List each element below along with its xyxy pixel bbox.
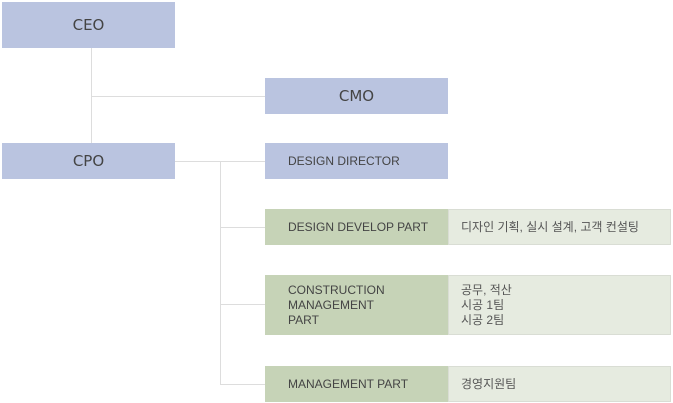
management-part-box: MANAGEMENT PART bbox=[265, 366, 448, 402]
detail-line: 시공 1팀 bbox=[461, 297, 505, 312]
design-develop-part-detail: 디자인 기획, 실시 설계, 고객 컨설팅 bbox=[448, 209, 671, 245]
detail-line: 공무, 적산 bbox=[461, 282, 512, 297]
part-name-line: CONSTRUCTION bbox=[288, 282, 385, 297]
detail-line: 시공 2팀 bbox=[461, 312, 505, 327]
cpo-box: CPO bbox=[2, 143, 175, 179]
connector-cmo bbox=[91, 96, 265, 97]
design-develop-part-box: DESIGN DEVELOP PART bbox=[265, 209, 448, 245]
connector-ceo-cpo bbox=[91, 48, 92, 143]
ceo-box: CEO bbox=[2, 2, 175, 48]
connector-mp bbox=[220, 384, 265, 385]
connector-parts-vertical bbox=[220, 161, 221, 384]
part-name-line: MANAGEMENT bbox=[288, 297, 375, 312]
management-part-detail: 경영지원팀 bbox=[448, 366, 671, 402]
design-director-box: DESIGN DIRECTOR bbox=[265, 143, 448, 179]
construction-management-part-box: CONSTRUCTION MANAGEMENT PART bbox=[265, 275, 448, 335]
construction-management-part-detail: 공무, 적산 시공 1팀 시공 2팀 bbox=[448, 275, 671, 335]
connector-ddp bbox=[220, 227, 265, 228]
cmo-box: CMO bbox=[265, 78, 448, 114]
connector-cmp bbox=[220, 304, 265, 305]
part-name-line: PART bbox=[288, 312, 319, 327]
